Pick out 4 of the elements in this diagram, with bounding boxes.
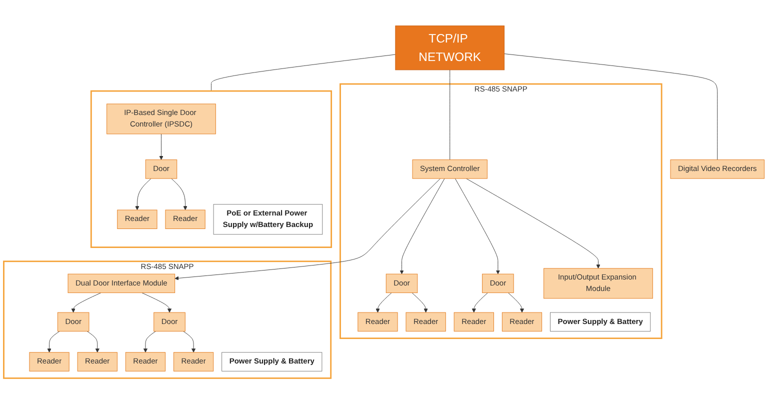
connector	[211, 54, 396, 92]
cluster	[90, 90, 332, 248]
node-box: TCP/IP NETWORK	[395, 26, 505, 70]
connector	[504, 54, 718, 160]
